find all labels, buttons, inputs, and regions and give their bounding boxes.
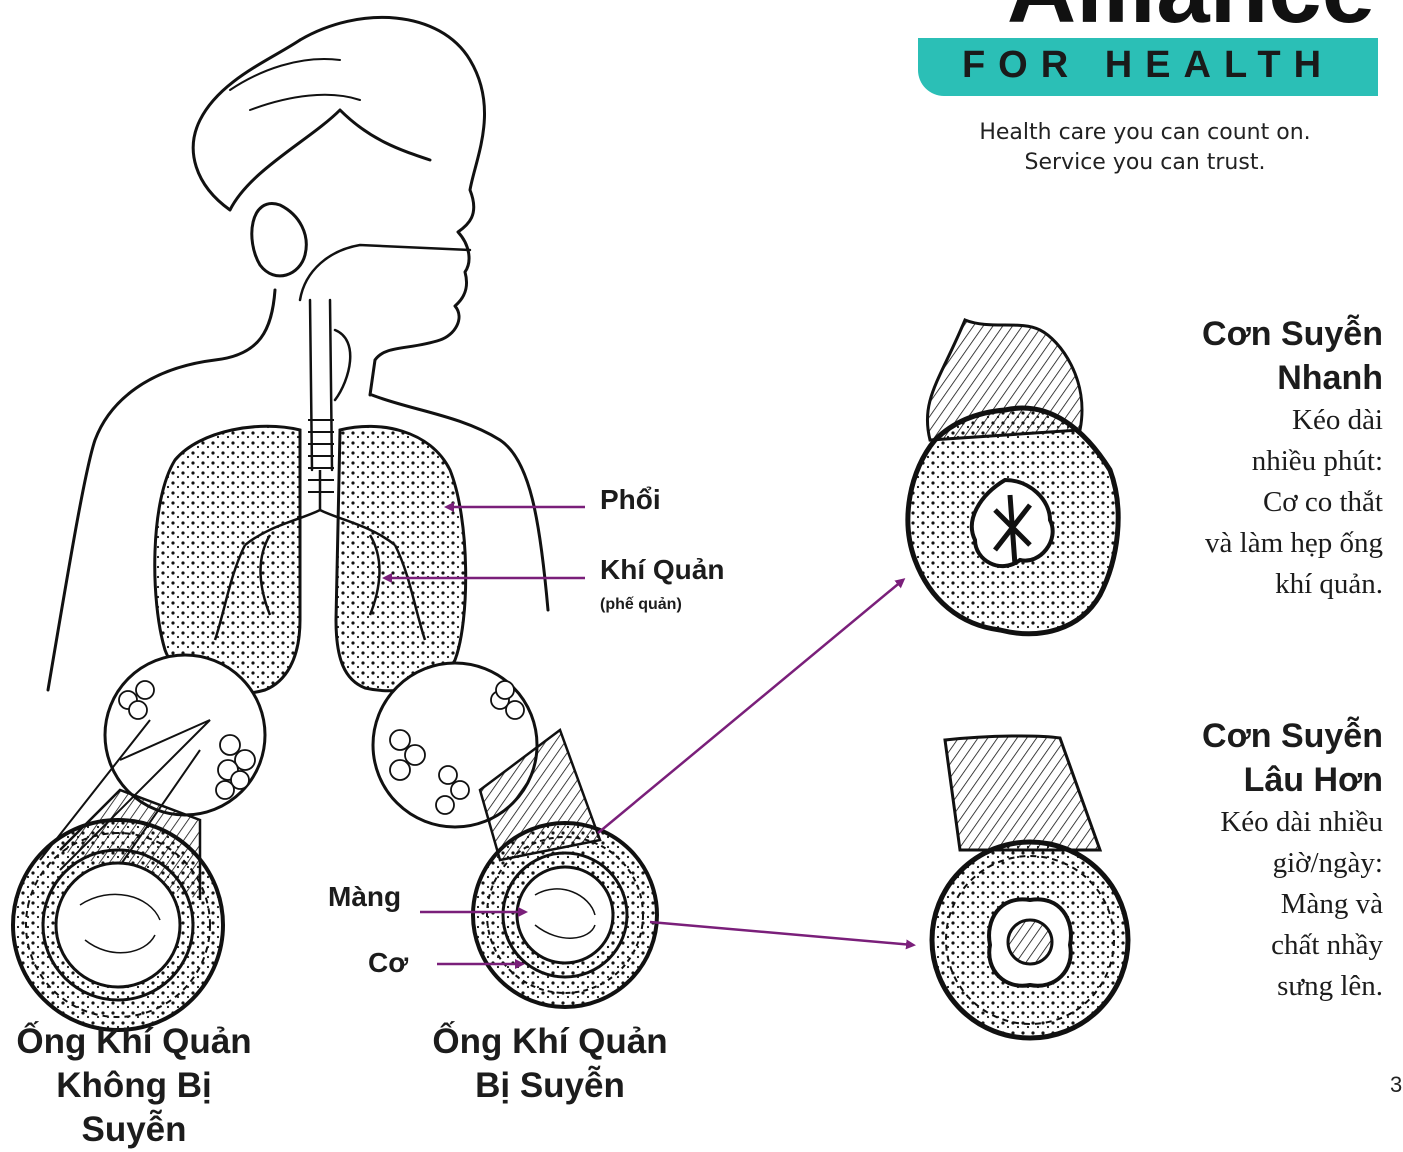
left-alveoli-circle <box>105 655 265 815</box>
fast-episode-desc-1: Kéo dài <box>1123 400 1383 441</box>
fast-episode-block: Cơn Suyễn Nhanh Kéo dài nhiều phút: Cơ c… <box>1123 312 1383 605</box>
tagline-line-2: Service you can trust. <box>920 148 1370 178</box>
fast-episode-desc-4: và làm hẹp ống <box>1123 523 1383 564</box>
label-bronchi: Khí Quản <box>600 554 724 586</box>
left-lung <box>155 426 300 693</box>
caption-normal: Ống Khí Quản Không Bị Suyễn <box>0 1020 268 1152</box>
normal-airway-lumen <box>56 863 180 987</box>
ear <box>252 204 306 276</box>
page-number: 3 <box>1390 1072 1402 1098</box>
brand-wordmark: Alliance <box>900 0 1375 38</box>
label-bronchi-sub: (phế quản) <box>600 596 682 614</box>
brand-tagline: Health care you can count on. Service yo… <box>920 118 1370 178</box>
hair <box>193 40 430 210</box>
long-episode-desc-5: sưng lên. <box>1123 966 1383 1007</box>
head-outline <box>300 17 485 395</box>
caption-asthma-line-1: Ống Khí Quản <box>420 1020 680 1064</box>
fast-episode-title-2: Nhanh <box>1123 356 1383 400</box>
label-lungs: Phổi <box>600 484 661 516</box>
long-episode-title-1: Cơn Suyễn <box>1123 714 1383 758</box>
caption-normal-line-2: Không Bị Suyễn <box>0 1064 268 1152</box>
label-muscle: Cơ <box>368 947 408 979</box>
asthma-airway-lumen <box>517 867 613 963</box>
long-episode-desc-3: Màng và <box>1123 884 1383 925</box>
fast-episode-desc-3: Cơ co thắt <box>1123 482 1383 523</box>
long-airway-top <box>945 736 1100 850</box>
long-episode-desc-4: chất nhầy <box>1123 925 1383 966</box>
long-episode-desc-1: Kéo dài nhiều <box>1123 802 1383 843</box>
caption-asthma-line-2: Bị Suyễn <box>420 1064 680 1108</box>
caption-normal-line-1: Ống Khí Quản <box>0 1020 268 1064</box>
fast-episode-desc-2: nhiều phút: <box>1123 441 1383 482</box>
fast-episode-title-1: Cơn Suyễn <box>1123 312 1383 356</box>
caption-asthma: Ống Khí Quản Bị Suyễn <box>420 1020 680 1108</box>
fast-episode-desc-5: khí quản. <box>1123 564 1383 605</box>
long-episode-pointer <box>650 922 913 945</box>
long-episode-block: Cơn Suyễn Lâu Hơn Kéo dài nhiều giờ/ngày… <box>1123 714 1383 1007</box>
tagline-line-1: Health care you can count on. <box>920 118 1370 148</box>
label-membrane: Màng <box>328 881 401 913</box>
brand-subtitle: FOR HEALTH <box>918 44 1378 87</box>
fast-episode-pointer <box>598 580 903 833</box>
long-episode-title-2: Lâu Hơn <box>1123 758 1383 802</box>
long-episode-desc-2: giờ/ngày: <box>1123 843 1383 884</box>
